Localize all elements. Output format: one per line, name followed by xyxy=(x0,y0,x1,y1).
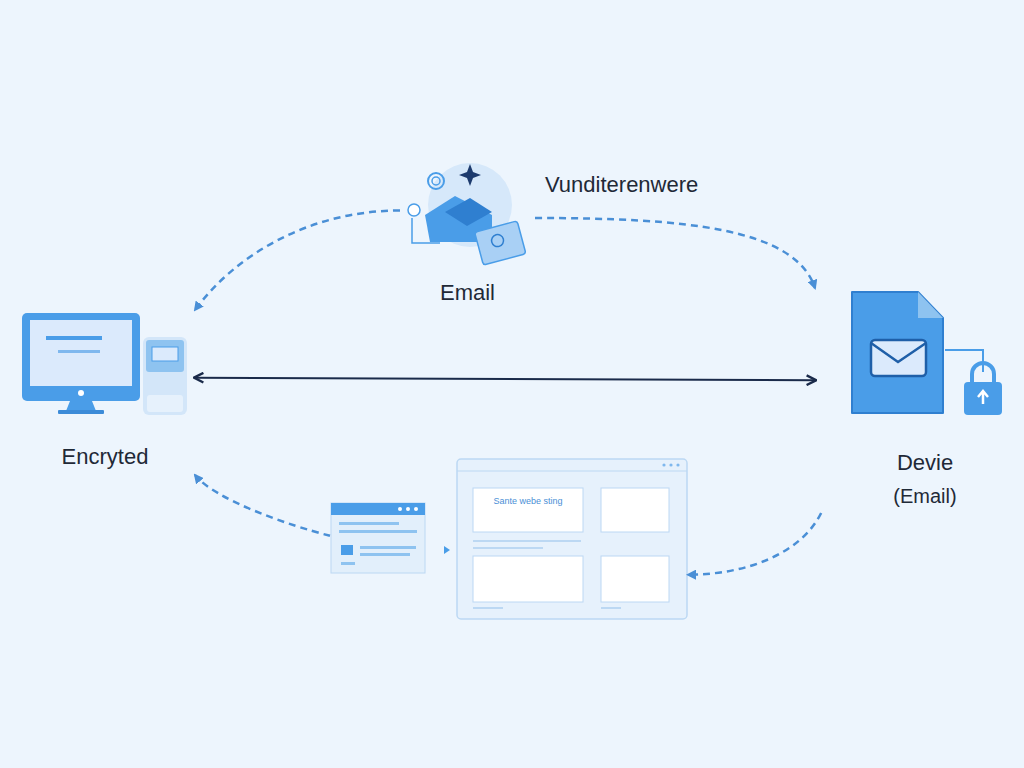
email-node: Email xyxy=(400,158,535,308)
node-text: Sante webe sting xyxy=(473,496,583,507)
email-illustration xyxy=(408,163,526,265)
dashed-arrow xyxy=(688,513,821,575)
node-text: Email xyxy=(400,280,535,306)
lock-icon xyxy=(945,350,1002,415)
device-node: Encryted xyxy=(20,310,195,475)
node-text: Encryted xyxy=(20,444,190,470)
browser-node: Sante webe sting xyxy=(330,458,688,620)
double-arrow xyxy=(195,378,815,381)
dashed-arrow xyxy=(195,211,400,311)
node-text: Devie xyxy=(865,450,985,476)
flow-label: Vunditerenwere xyxy=(545,172,698,198)
document-node: Devie (Email) xyxy=(815,288,1020,513)
phone-icon xyxy=(143,337,187,415)
node-text: (Email) xyxy=(865,484,985,508)
browser-window xyxy=(457,459,687,619)
small-window xyxy=(331,503,450,573)
monitor-icon xyxy=(22,313,140,414)
document-icon xyxy=(852,292,943,413)
dashed-arrow xyxy=(195,475,330,536)
dashed-arrow xyxy=(535,218,815,288)
